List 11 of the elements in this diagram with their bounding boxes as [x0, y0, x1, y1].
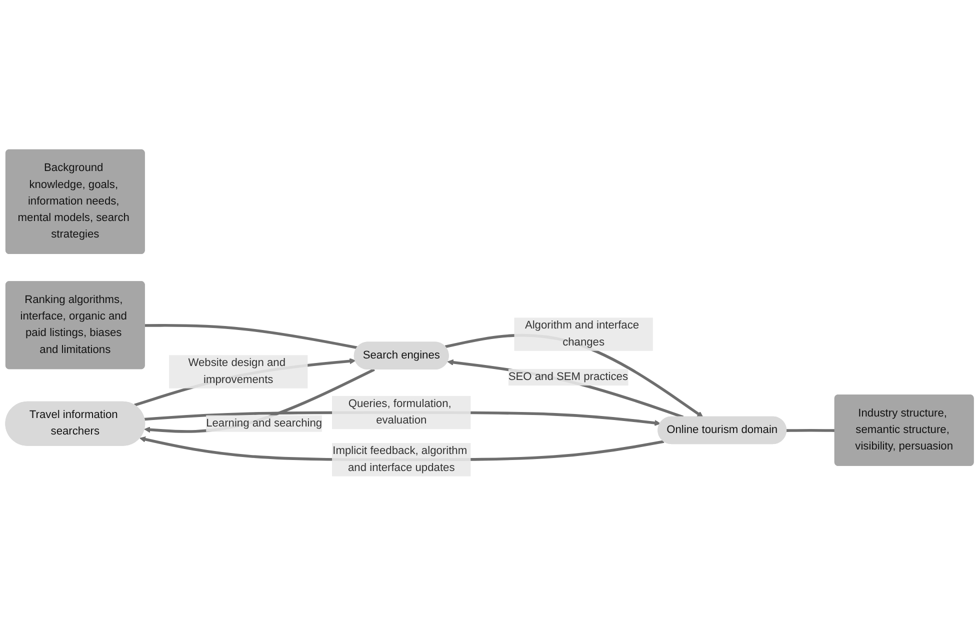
edge-label: Implicit feedback, algorithm and interface updates	[332, 445, 468, 474]
arrow	[447, 359, 684, 418]
arrow	[444, 334, 704, 418]
edge-label: SEO and SEM practices	[508, 371, 628, 383]
edge-label: Learning and searching	[206, 417, 322, 430]
arrow	[144, 368, 375, 433]
connector	[786, 428, 836, 432]
edge-label: Website design and improvements	[188, 357, 286, 386]
edge-label: Algorithm and interface changes	[524, 320, 640, 348]
connector	[144, 324, 358, 350]
edge-label: Queries, formulation, evaluation	[348, 398, 452, 426]
